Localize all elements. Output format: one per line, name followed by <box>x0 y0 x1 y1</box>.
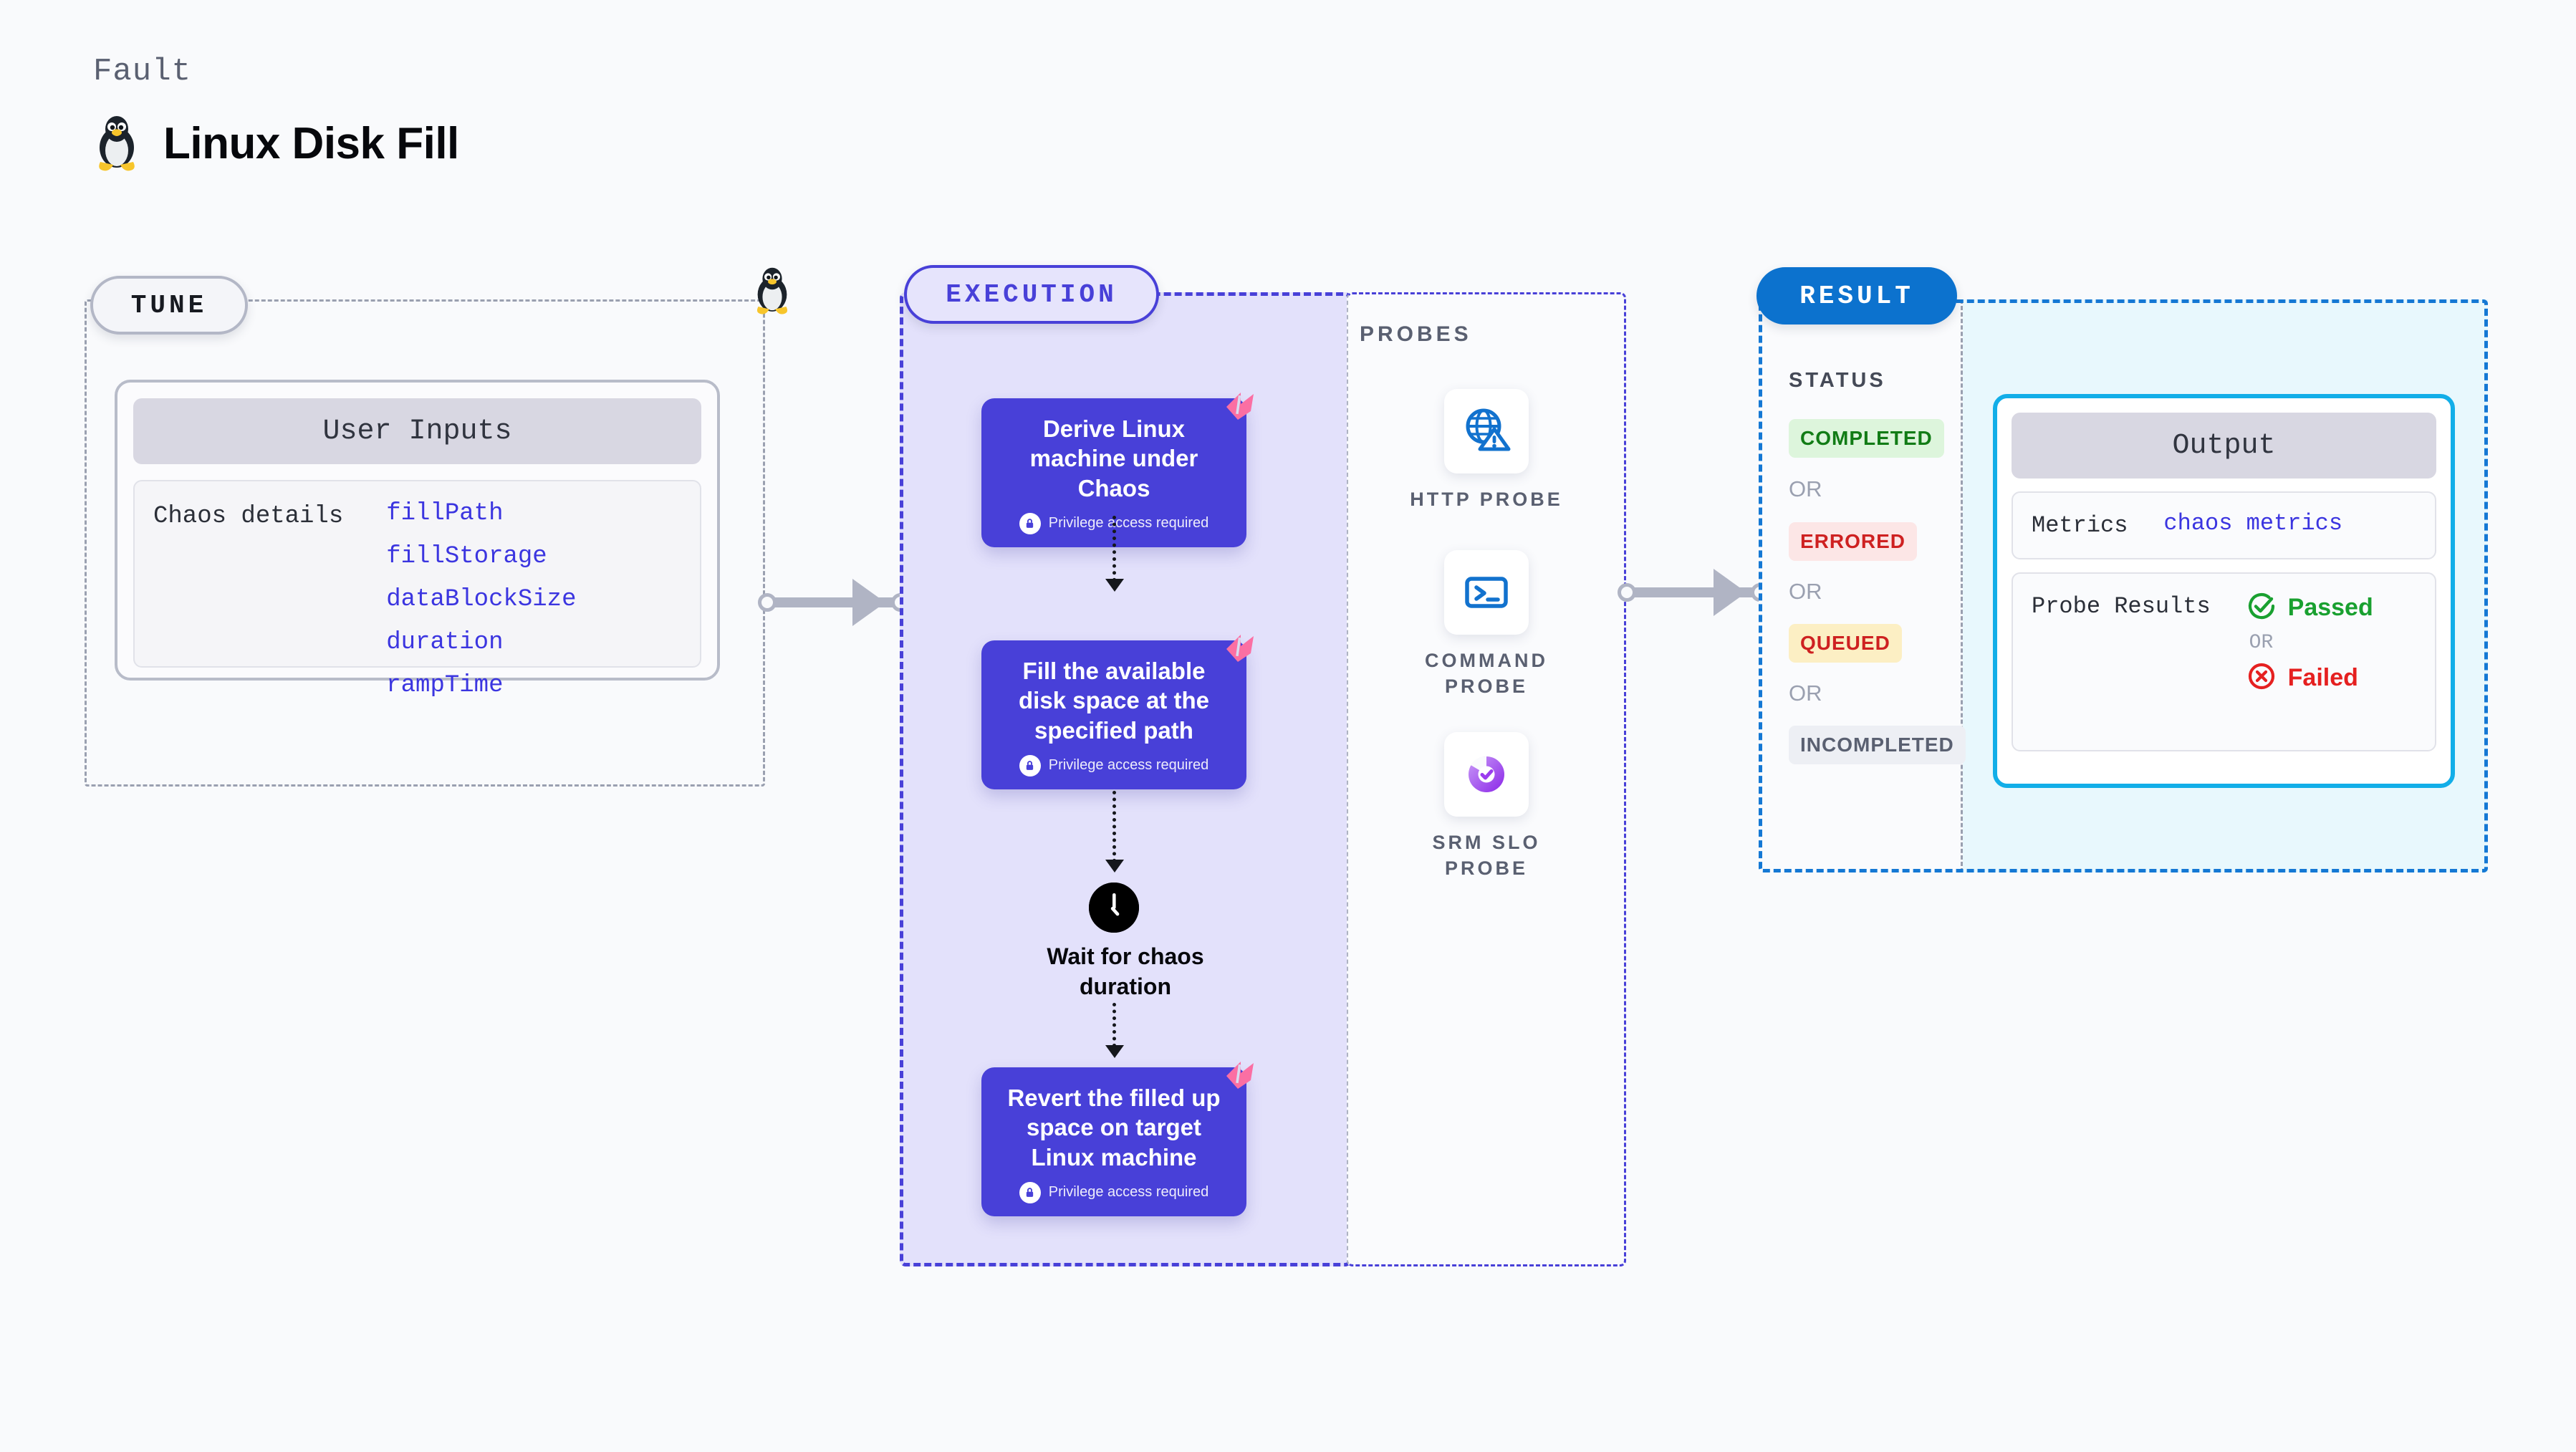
slo-donut-check-icon <box>1444 732 1529 817</box>
output-card: Output Metrics chaos metrics Probe Resul… <box>1993 394 2455 788</box>
param-datablocksize[interactable]: dataBlockSize <box>386 586 577 613</box>
user-inputs-body: Chaos details fillPath fillStorage dataB… <box>133 480 701 699</box>
result-status-column <box>1759 299 1963 872</box>
wait-to-step3-arrow <box>1112 1003 1116 1047</box>
probes-section-label: PROBES <box>1360 322 1472 346</box>
status-or-2: OR <box>1789 579 1822 604</box>
param-fillstorage[interactable]: fillStorage <box>386 543 547 570</box>
error-circle-icon <box>2246 661 2277 695</box>
clock-icon <box>1089 883 1139 933</box>
step1-to-step2-arrowhead <box>1105 579 1124 592</box>
result-badge[interactable]: RESULT <box>1756 267 1957 324</box>
probe-result-passed-text: Passed <box>2287 594 2373 622</box>
status-or-1: OR <box>1789 476 1822 501</box>
execution-badge[interactable]: EXECUTION <box>904 265 1159 324</box>
step2-to-wait-arrowhead <box>1105 860 1124 872</box>
probe-result-failed-text: Failed <box>2287 664 2358 692</box>
param-duration[interactable]: duration <box>386 629 504 656</box>
tune-region <box>85 299 765 787</box>
fault-title-row: Linux Disk Fill <box>93 115 459 172</box>
linux-tux-icon <box>93 115 140 172</box>
execution-step-3[interactable]: Revert the filled up space on target Lin… <box>981 1062 1254 1216</box>
status-or-3: OR <box>1789 681 1822 706</box>
probe-command[interactable]: COMMAND PROBE <box>1397 550 1576 700</box>
probe-result-failed: Failed <box>2246 661 2373 695</box>
probe-srm-slo-label: SRM SLO PROBE <box>1432 832 1541 880</box>
status-badge-errored: ERRORED <box>1789 522 1918 561</box>
probe-http-label: HTTP PROBE <box>1410 489 1563 510</box>
flag-marker-icon <box>1219 1056 1258 1095</box>
metrics-value[interactable]: chaos metrics <box>2163 510 2343 537</box>
execution-step-2-privilege-text: Privilege access required <box>1048 757 1209 774</box>
flag-marker-icon <box>1219 629 1258 668</box>
flag-marker-icon <box>1219 387 1258 425</box>
user-inputs-title: User Inputs <box>133 398 701 464</box>
execution-step-1-privilege-text: Privilege access required <box>1048 515 1209 532</box>
execution-step-3-privilege: Privilege access required <box>996 1181 1232 1203</box>
probe-results-values: Passed OR Failed <box>2246 591 2373 733</box>
probe-http[interactable]: HTTP PROBE <box>1397 389 1576 512</box>
metrics-label: Metrics <box>2032 512 2128 539</box>
tune-badge[interactable]: TUNE <box>90 276 248 335</box>
probe-result-passed: Passed <box>2246 591 2373 625</box>
param-ramptime[interactable]: rampTime <box>386 672 504 699</box>
execution-step-2-title: Fill the available disk space at the spe… <box>1019 658 1209 744</box>
wait-for-chaos-duration-label: Wait for chaos duration <box>1047 943 1204 999</box>
execution-step-1-privilege: Privilege access required <box>996 512 1232 534</box>
check-circle-icon <box>2246 591 2277 625</box>
execution-step-3-title: Revert the filled up space on target Lin… <box>1007 1085 1221 1170</box>
step1-to-step2-arrow <box>1112 516 1116 582</box>
probe-command-label: COMMAND PROBE <box>1425 650 1548 698</box>
page-title: Linux Disk Fill <box>163 118 459 168</box>
status-label: STATUS <box>1789 369 1886 392</box>
status-badge-incompleted: INCOMPLETED <box>1789 726 1966 764</box>
result-region <box>1759 299 2488 872</box>
param-fillpath[interactable]: fillPath <box>386 500 504 527</box>
chaos-details-label: Chaos details <box>153 503 344 530</box>
linux-tux-marker-icon <box>752 266 792 319</box>
lock-icon <box>1019 1181 1041 1203</box>
output-probe-results-row: Probe Results Passed OR <box>2012 572 2436 752</box>
lock-icon <box>1019 754 1041 777</box>
chaos-details-param-list: fillPath fillStorage dataBlockSize durat… <box>386 500 577 699</box>
output-title: Output <box>2012 413 2436 479</box>
status-badge-queued: QUEUED <box>1789 624 1902 663</box>
probe-result-or: OR <box>2249 632 2274 655</box>
execution-step-2[interactable]: Fill the available disk space at the spe… <box>981 635 1254 789</box>
status-badge-completed: COMPLETED <box>1789 419 1944 458</box>
execution-step-1-title: Derive Linux machine under Chaos <box>1029 415 1198 501</box>
fault-kicker: Fault <box>93 54 192 90</box>
probe-results-label: Probe Results <box>2032 593 2211 620</box>
probe-srm-slo[interactable]: SRM SLO PROBE <box>1397 732 1576 882</box>
output-metrics-row: Metrics chaos metrics <box>2012 491 2436 560</box>
execution-step-2-privilege: Privilege access required <box>996 754 1232 777</box>
globe-warning-icon <box>1444 389 1529 473</box>
lock-icon <box>1019 512 1041 534</box>
wait-to-step3-arrowhead <box>1105 1045 1124 1058</box>
terminal-icon <box>1444 550 1529 635</box>
execution-step-3-privilege-text: Privilege access required <box>1048 1184 1209 1201</box>
user-inputs-card: User Inputs Chaos details fillPath fillS… <box>115 380 720 699</box>
step2-to-wait-arrow <box>1112 791 1116 862</box>
